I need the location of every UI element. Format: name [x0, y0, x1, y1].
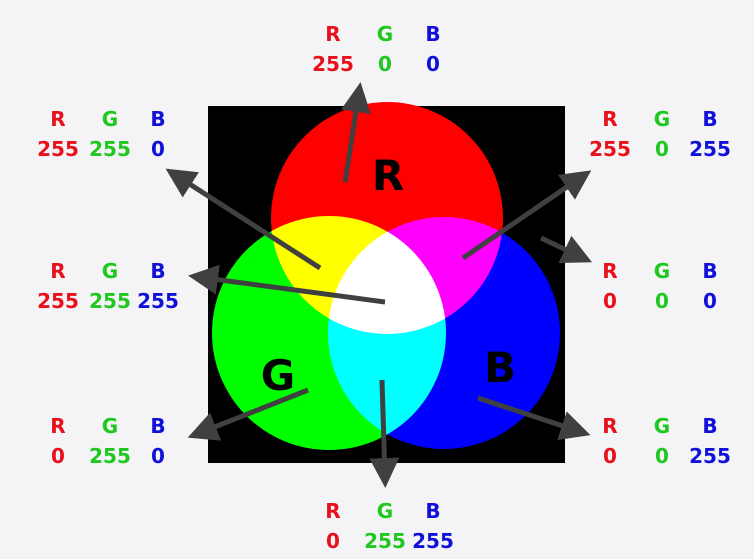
channel-header-g: G	[101, 259, 119, 283]
channel-header-r: R	[50, 259, 66, 283]
channel-value-r: 255	[312, 52, 354, 76]
channel-value-b: 0	[151, 444, 165, 468]
rgb-value-group-blue: R 0 G 0 B 255	[585, 414, 735, 474]
channel-value-g: 0	[655, 137, 669, 161]
blue-circle	[328, 217, 560, 449]
channel-value-g: 0	[655, 289, 669, 313]
rgb-value-group-cyan: R 0 G 255 B 255	[308, 499, 458, 559]
arrow-yellow	[165, 168, 322, 271]
channel-header-r: R	[602, 414, 618, 438]
rgb-value-group-white: R 255 G 255 B 255	[33, 259, 183, 319]
channel-value-b: 255	[412, 529, 454, 553]
arrow-red	[341, 82, 371, 183]
rgb-value-group-yellow: R 255 G 255 B 0	[33, 107, 183, 167]
channel-value-g: 255	[89, 289, 131, 313]
channel-value-r: 255	[589, 137, 631, 161]
arrow-magenta	[461, 170, 592, 261]
rgb-value-group-red: R 255 G 0 B 0	[308, 22, 458, 82]
channel-header-r: R	[50, 107, 66, 131]
channel-value-r: 255	[37, 137, 79, 161]
channel-value-b: 255	[689, 137, 731, 161]
channel-value-b: 255	[137, 289, 179, 313]
arrow-blue	[477, 395, 591, 440]
channel-header-b: B	[425, 499, 441, 523]
channel-header-b: B	[425, 22, 441, 46]
channel-header-b: B	[150, 414, 166, 438]
channel-value-r: 0	[51, 444, 65, 468]
channel-header-b: B	[702, 107, 718, 131]
channel-value-r: 0	[326, 529, 340, 553]
arrow-white	[188, 264, 386, 305]
channel-value-r: 0	[603, 289, 617, 313]
rgb-value-group-black: R 0 G 0 B 0	[585, 259, 735, 319]
channel-header-g: G	[653, 259, 671, 283]
channel-header-g: G	[653, 107, 671, 131]
blue-circle-label: B	[484, 343, 516, 392]
channel-value-g: 255	[89, 444, 131, 468]
red-circle-label: R	[372, 151, 404, 200]
channel-header-b: B	[150, 259, 166, 283]
channel-header-g: G	[101, 107, 119, 131]
arrow-green	[187, 387, 309, 441]
channel-header-b: B	[150, 107, 166, 131]
channel-value-b: 255	[689, 444, 731, 468]
rgb-value-group-magenta: R 255 G 0 B 255	[585, 107, 735, 167]
channel-value-b: 0	[151, 137, 165, 161]
channel-header-r: R	[325, 499, 341, 523]
channel-header-g: G	[653, 414, 671, 438]
rgb-value-group-green: R 0 G 255 B 0	[33, 414, 183, 474]
channel-header-r: R	[602, 259, 618, 283]
channel-header-r: R	[602, 107, 618, 131]
arrow-black	[539, 235, 593, 263]
channel-value-r: 0	[603, 444, 617, 468]
channel-value-g: 0	[655, 444, 669, 468]
channel-value-g: 255	[364, 529, 406, 553]
channel-value-g: 0	[378, 52, 392, 76]
channel-header-g: G	[101, 414, 119, 438]
channel-header-r: R	[325, 22, 341, 46]
channel-value-b: 0	[426, 52, 440, 76]
channel-value-b: 0	[703, 289, 717, 313]
channel-header-g: G	[376, 22, 394, 46]
channel-value-r: 255	[37, 289, 79, 313]
channel-value-g: 255	[89, 137, 131, 161]
green-circle-label: G	[261, 351, 295, 400]
channel-header-b: B	[702, 414, 718, 438]
arrow-cyan	[369, 379, 400, 488]
channel-header-b: B	[702, 259, 718, 283]
channel-header-r: R	[50, 414, 66, 438]
channel-header-g: G	[376, 499, 394, 523]
